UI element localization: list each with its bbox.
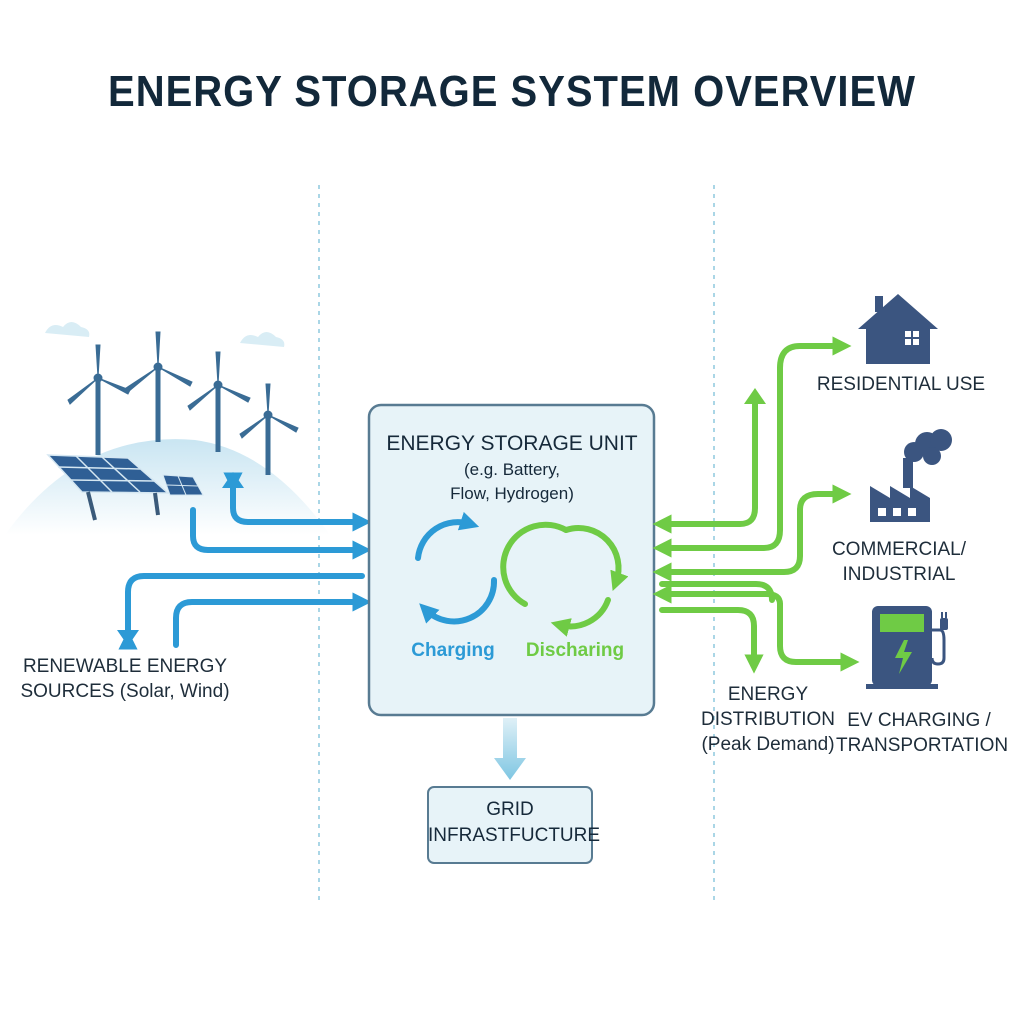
storage-unit-subtitle-line1: (e.g. Battery, (463, 460, 561, 479)
distribution-flow-arrow (652, 507, 803, 582)
distribution-flow-arrow (652, 392, 758, 534)
ev-charger-icon (866, 606, 948, 689)
source-flow-arrow (118, 573, 365, 650)
distribution-up-arrowhead (744, 388, 766, 404)
residential-use-label: RESIDENTIAL USE (816, 374, 986, 395)
distribution-flow-arrow (652, 584, 783, 607)
cloud-icon (240, 332, 285, 347)
wind-turbine-icon (125, 331, 193, 442)
renewable-sources-label-line1: RENEWABLE ENERGY (22, 656, 228, 677)
source-flow-arrow (230, 478, 372, 532)
discharging-label: Discharing (525, 640, 625, 661)
renewable-sources-label-line2: SOURCES (Solar, Wind) (20, 681, 230, 702)
ev-label-line1: EV CHARGING / (847, 710, 991, 731)
source-up-arrowhead (222, 472, 244, 488)
distribution-flow-arrow (652, 365, 783, 558)
energy-distribution-label-line1: ENERGY DISTRIBUTION (700, 684, 836, 730)
grid-label-line1: GRID (486, 799, 534, 820)
source-flow-arrow (173, 592, 372, 648)
discharging-cycle-icon (500, 521, 629, 637)
storage-unit-title: ENERGY STORAGE UNIT (386, 432, 638, 455)
energy-storage-unit-box[interactable] (367, 403, 656, 717)
grid-infrastructure-box[interactable] (427, 786, 593, 864)
cloud-icon (45, 322, 90, 337)
grid-label-line2: INFRASTFUCTURE (428, 825, 601, 846)
commercial-label-line2: INDUSTRIAL (842, 564, 956, 585)
page-title: ENERGY STORAGE SYSTEM OVERVIEW (108, 68, 916, 116)
commercial-industrial-label: COMMERCIAL/ INDUSTRIAL (820, 537, 978, 587)
distribution-flow-arrow (797, 484, 852, 513)
factory-icon (870, 429, 952, 522)
solar-panel-icon (46, 454, 171, 521)
ev-charging-label: EV CHARGING / TRANSPORTATION (836, 708, 1009, 758)
renewable-sources-label: RENEWABLE ENERGY SOURCES (Solar, Wind) (20, 654, 230, 704)
grid-down-arrow (494, 718, 526, 780)
energy-distribution-label-line2: (Peak Demand) (701, 734, 835, 755)
energy-distribution-label: ENERGY DISTRIBUTION (Peak Demand) (664, 682, 872, 757)
commercial-label-line1: COMMERCIAL/ (831, 539, 967, 560)
charging-label: Charging (411, 640, 495, 661)
storage-unit-subtitle: (e.g. Battery, Flow, Hydrogen) (370, 458, 654, 506)
storage-unit-subtitle-line2: Flow, Hydrogen) (450, 484, 574, 503)
wind-turbine-icon (67, 344, 131, 455)
wind-turbine-icon (239, 383, 299, 475)
source-down-arrowhead (117, 630, 139, 646)
solar-panel-icon (162, 474, 204, 496)
distribution-flow-arrow (659, 607, 764, 674)
house-icon (858, 294, 938, 364)
distribution-flow-arrow (777, 601, 860, 672)
grid-infrastructure-label: GRID INFRASTFUCTURE (428, 797, 601, 849)
wind-turbine-icon (187, 351, 251, 452)
distribution-flow-arrow (777, 336, 852, 371)
charging-cycle-icon (415, 511, 498, 625)
ev-label-line2: TRANSPORTATION (836, 735, 1009, 756)
source-flow-arrow (190, 507, 372, 560)
